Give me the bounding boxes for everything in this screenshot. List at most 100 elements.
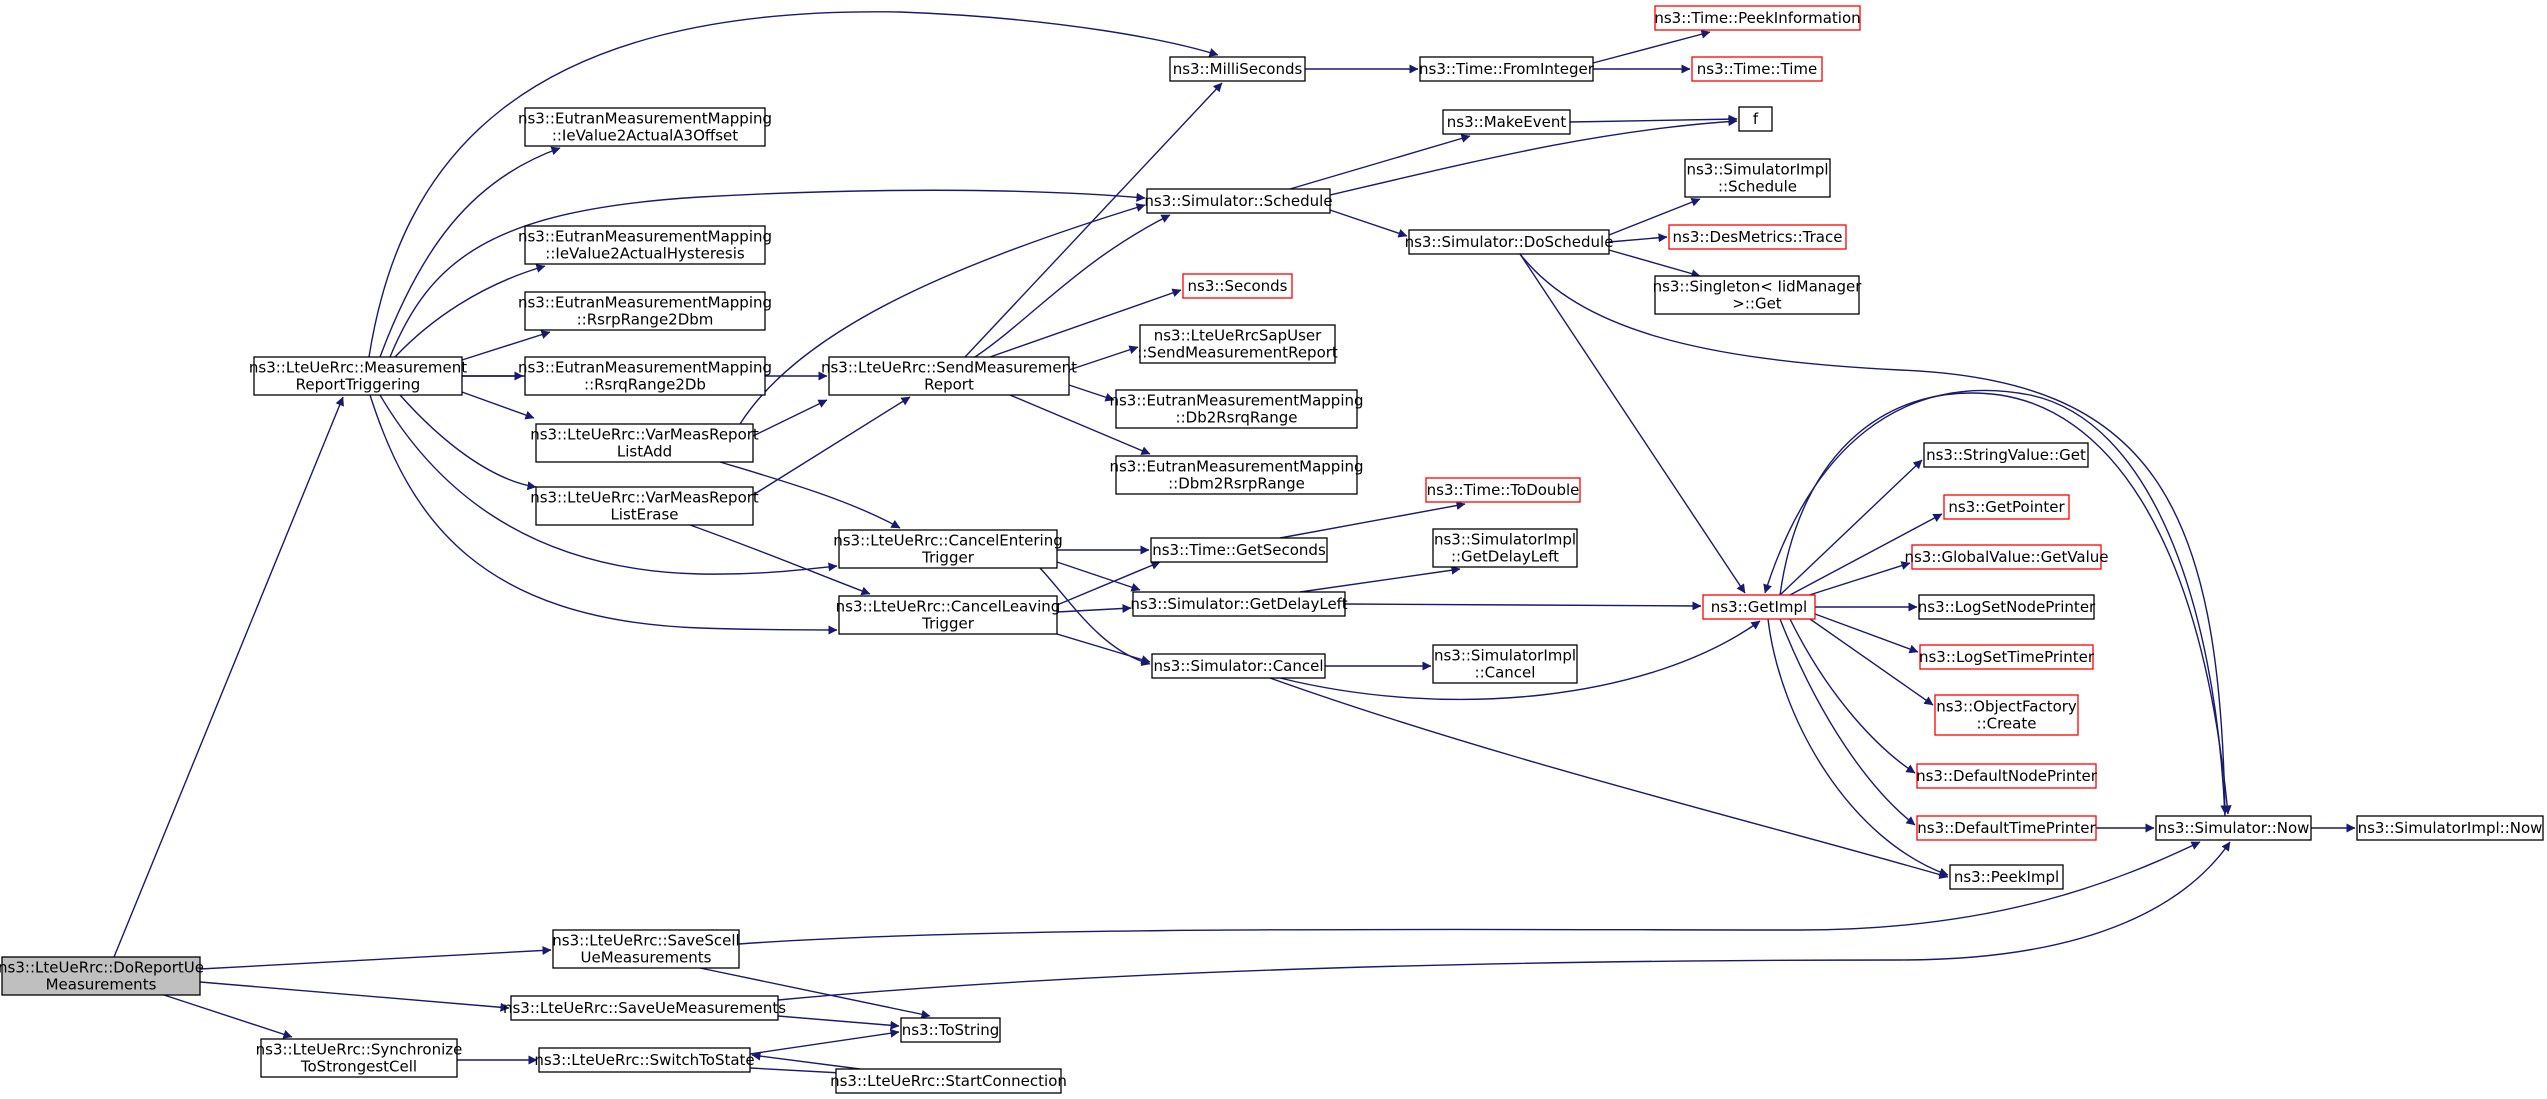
node-label: ns3::ObjectFactory [1936, 698, 2077, 716]
node-label: ns3::EutranMeasurementMapping [1109, 392, 1363, 410]
node-ihys[interactable]: ns3::EutranMeasurementMapping::IeValue2A… [518, 225, 772, 265]
node-box [1654, 275, 1860, 315]
node-dbm2rsrp[interactable]: ns3::EutranMeasurementMapping::Dbm2RsrpR… [1109, 455, 1364, 495]
node-box [838, 595, 1058, 635]
node-box [1949, 864, 2064, 890]
node-box [535, 423, 754, 463]
node-todouble[interactable]: ns3::Time::ToDouble [1425, 477, 1581, 503]
node-label: ns3::LteUeRrc::SaveUeMeasurements [503, 999, 786, 1017]
node-label: ns3::LteUeRrc::VarMeasReport [530, 426, 759, 444]
node-trace[interactable]: ns3::DesMetrics::Trace [1668, 224, 1847, 250]
node-sum[interactable]: ns3::LteUeRrc::SaveUeMeasurements [503, 995, 786, 1021]
node-label: ReportTriggering [296, 376, 421, 394]
node-sapuser[interactable]: ns3::LteUeRrcSapUser::SendMeasurementRep… [1137, 324, 1338, 364]
node-label: ns3::Time::ToDouble [1427, 481, 1580, 499]
node-siCancel[interactable]: ns3::SimulatorImpl::Cancel [1432, 644, 1578, 684]
node-dtp[interactable]: ns3::DefaultTimePrinter [1916, 815, 2097, 841]
node-label: ::Schedule [1718, 178, 1797, 196]
node-mkevent[interactable]: ns3::MakeEvent [1442, 109, 1571, 135]
edge-getimpl-to-gvget [1799, 561, 1911, 599]
edge-root-to-ssum [199, 945, 552, 970]
node-box [2155, 815, 2312, 841]
node-siSched[interactable]: ns3::SimulatorImpl::Schedule [1684, 158, 1831, 198]
node-label: ns3::Simulator::Now [2158, 819, 2310, 837]
node-timetime[interactable]: ns3::Time::Time [1691, 56, 1823, 82]
edge-clt-to-getsec [1056, 561, 1161, 606]
node-label: ns3::DefaultNodePrinter [1916, 767, 2098, 785]
node-mrt[interactable]: ns3::LteUeRrc::MeasurementReportTriggeri… [249, 356, 467, 396]
edge-sched-to-f [1329, 117, 1738, 196]
node-dosched[interactable]: ns3::Simulator::DoSchedule [1405, 229, 1614, 255]
edge-sched-to-mkevent [1289, 134, 1471, 190]
edge-sum-to-now [777, 841, 2231, 1001]
node-label: ns3::LteUeRrc::CancelEntering [833, 532, 1063, 550]
node-f[interactable]: f [1738, 106, 1773, 132]
node-label: Trigger [921, 549, 975, 567]
node-getimpl[interactable]: ns3::GetImpl [1702, 594, 1816, 620]
edge-dosched-to-now [1519, 253, 2230, 815]
node-siGdl[interactable]: ns3::SimulatorImpl::GetDelayLeft [1432, 528, 1578, 568]
edge-vadd-to-cet [719, 461, 901, 529]
node-startconn[interactable]: ns3::LteUeRrc::StartConnection [830, 1068, 1067, 1094]
edge-mrt-to-rsrp [461, 330, 551, 361]
node-sync[interactable]: ns3::LteUeRrc::SynchronizeToStrongestCel… [256, 1038, 463, 1078]
node-label: f [1753, 110, 1759, 128]
node-fromint[interactable]: ns3::Time::FromInteger [1419, 56, 1595, 82]
node-label: Measurements [46, 976, 157, 994]
node-siNow[interactable]: ns3::SimulatorImpl::Now [2356, 815, 2544, 841]
edge-sum-to-tostr [777, 1015, 900, 1030]
node-cancel[interactable]: ns3::Simulator::Cancel [1151, 653, 1326, 679]
node-peekimpl[interactable]: ns3::PeekImpl [1949, 864, 2064, 890]
node-label: ns3::SimulatorImpl [1686, 161, 1828, 179]
node-gvget[interactable]: ns3::GlobalValue::GetValue [1904, 544, 2109, 570]
node-label: ::Cancel [1475, 664, 1536, 682]
node-ofc[interactable]: ns3::ObjectFactory::Create [1934, 694, 2079, 736]
edge-root-to-mrt [113, 396, 344, 958]
node-db2rsrq[interactable]: ns3::EutranMeasurementMapping::Db2RsrqRa… [1109, 389, 1364, 429]
node-box [1923, 442, 2089, 468]
node-box [900, 1017, 1001, 1043]
node-label: ns3::ToString [902, 1021, 1000, 1039]
node-box [1916, 763, 2097, 789]
node-tostr[interactable]: ns3::ToString [900, 1017, 1001, 1043]
node-gdl[interactable]: ns3::Simulator::GetDelayLeft [1130, 591, 1348, 617]
node-label: ns3::LteUeRrc::SaveScell [552, 932, 739, 950]
edge-cancel-to-peekimpl [1269, 677, 1949, 879]
edge-mrt-to-ms [368, 11, 1219, 358]
node-label: ns3::Time::PeekInformation [1654, 9, 1860, 27]
edge-mrt-to-clt [369, 394, 838, 635]
node-sendmr[interactable]: ns3::LteUeRrc::SendMeasurementReport [821, 356, 1077, 396]
edge-sts-to-tostr [749, 1028, 900, 1055]
edge-sendmr-to-db2rsrq [1068, 384, 1115, 402]
node-now[interactable]: ns3::Simulator::Now [2155, 815, 2312, 841]
node-label: Report [924, 376, 974, 394]
node-peekinfo[interactable]: ns3::Time::PeekInformation [1654, 5, 1861, 31]
edge-dosched-to-getimpl [1519, 253, 1746, 594]
node-getsec[interactable]: ns3::Time::GetSeconds [1150, 537, 1328, 563]
node-secs[interactable]: ns3::Seconds [1182, 273, 1293, 299]
node-singleton[interactable]: ns3::Singleton< IidManager>::Get [1653, 275, 1863, 315]
node-sched[interactable]: ns3::Simulator::Schedule [1144, 188, 1333, 214]
node-box [1918, 594, 2095, 620]
node-label: ns3::EutranMeasurementMapping [518, 359, 772, 377]
node-dnp[interactable]: ns3::DefaultNodePrinter [1916, 763, 2098, 789]
node-rsrp[interactable]: ns3::EutranMeasurementMapping::RsrpRange… [518, 291, 772, 331]
node-rsrq[interactable]: ns3::EutranMeasurementMapping::RsrqRange… [518, 356, 772, 396]
node-ms[interactable]: ns3::MilliSeconds [1169, 56, 1306, 82]
node-lstp[interactable]: ns3::LogSetTimePrinter [1919, 644, 2095, 670]
node-label: ::RsrpRange2Dbm [577, 311, 714, 329]
node-box [1169, 56, 1306, 82]
node-sts[interactable]: ns3::LteUeRrc::SwitchToState [534, 1047, 755, 1073]
edges [113, 11, 2356, 1079]
node-getptr[interactable]: ns3::GetPointer [1943, 494, 2070, 520]
node-ia3[interactable]: ns3::EutranMeasurementMapping::IeValue2A… [518, 107, 772, 147]
edge-clt-to-cancel [1056, 633, 1151, 664]
node-svget[interactable]: ns3::StringValue::Get [1923, 442, 2089, 468]
node-lsnp[interactable]: ns3::LogSetNodePrinter [1918, 594, 2096, 620]
